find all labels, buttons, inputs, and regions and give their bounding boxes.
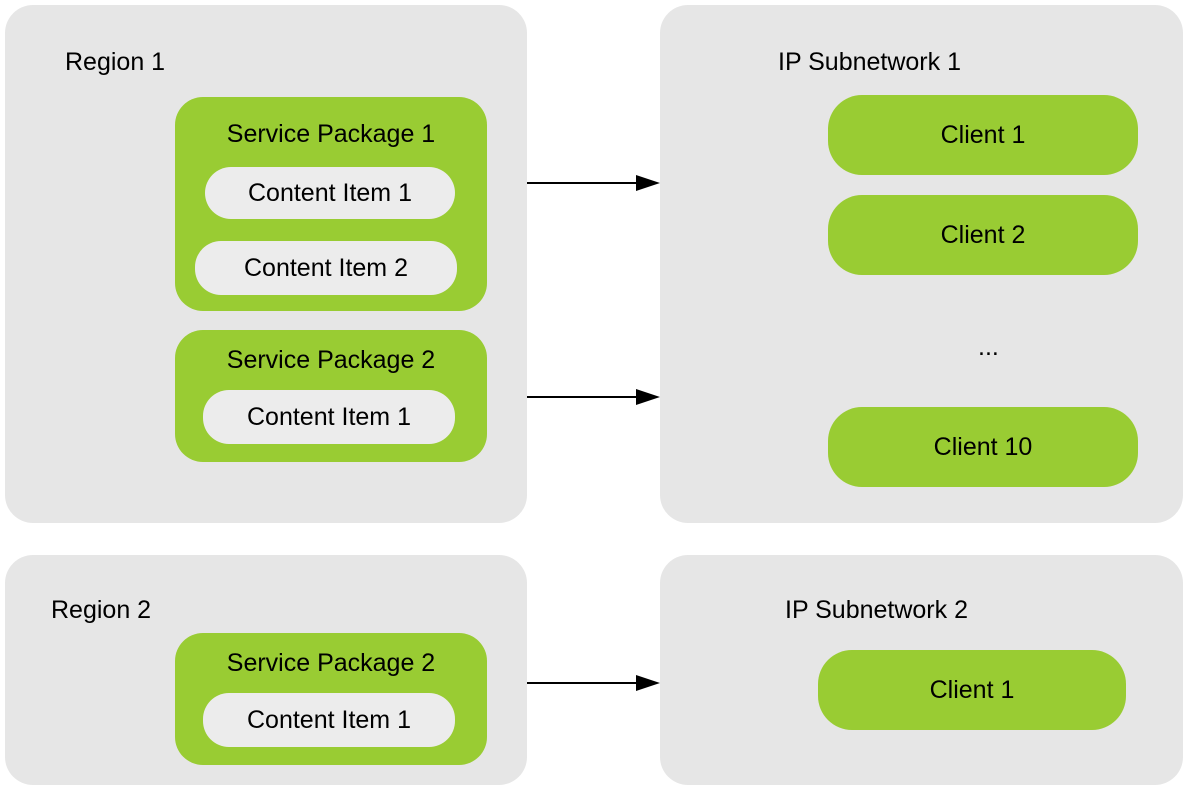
region-2-panel: Region 2 Service Package 2 Content Item … [5, 555, 527, 785]
ip-subnetwork-1-panel: IP Subnetwork 1 Client 1 Client 2 ... Cl… [660, 5, 1183, 523]
ip-subnetwork-1-label: IP Subnetwork 1 [778, 48, 961, 76]
arrow-package2-to-subnet1 [527, 389, 660, 405]
content-item: Content Item 1 [205, 167, 455, 219]
content-item: Content Item 2 [195, 241, 457, 295]
client-item: Client 2 [828, 195, 1138, 275]
clients-ellipsis: ... [978, 333, 999, 361]
region-1-panel: Region 1 Service Package 1 Content Item … [5, 5, 527, 523]
service-package-label: Service Package 1 [226, 120, 436, 148]
service-package-label: Service Package 2 [226, 346, 436, 374]
region-1-label: Region 1 [65, 48, 166, 76]
arrow-package1-to-subnet1 [527, 175, 660, 191]
service-package-label: Service Package 2 [226, 649, 436, 677]
region-2-service-package-2: Service Package 2 Content Item 1 [175, 633, 487, 765]
arrow-region2-package-to-subnet2 [527, 675, 660, 691]
ip-subnetwork-2-panel: IP Subnetwork 2 Client 1 [660, 555, 1183, 785]
client-item: Client 1 [828, 95, 1138, 175]
content-item: Content Item 1 [203, 390, 455, 444]
ip-subnetwork-2-label: IP Subnetwork 2 [785, 596, 968, 624]
client-item: Client 1 [818, 650, 1126, 730]
region-1-service-package-2: Service Package 2 Content Item 1 [175, 330, 487, 462]
region-1-service-package-1: Service Package 1 Content Item 1 Content… [175, 97, 487, 311]
content-item: Content Item 1 [203, 693, 455, 747]
client-item: Client 10 [828, 407, 1138, 487]
region-2-label: Region 2 [51, 596, 152, 624]
